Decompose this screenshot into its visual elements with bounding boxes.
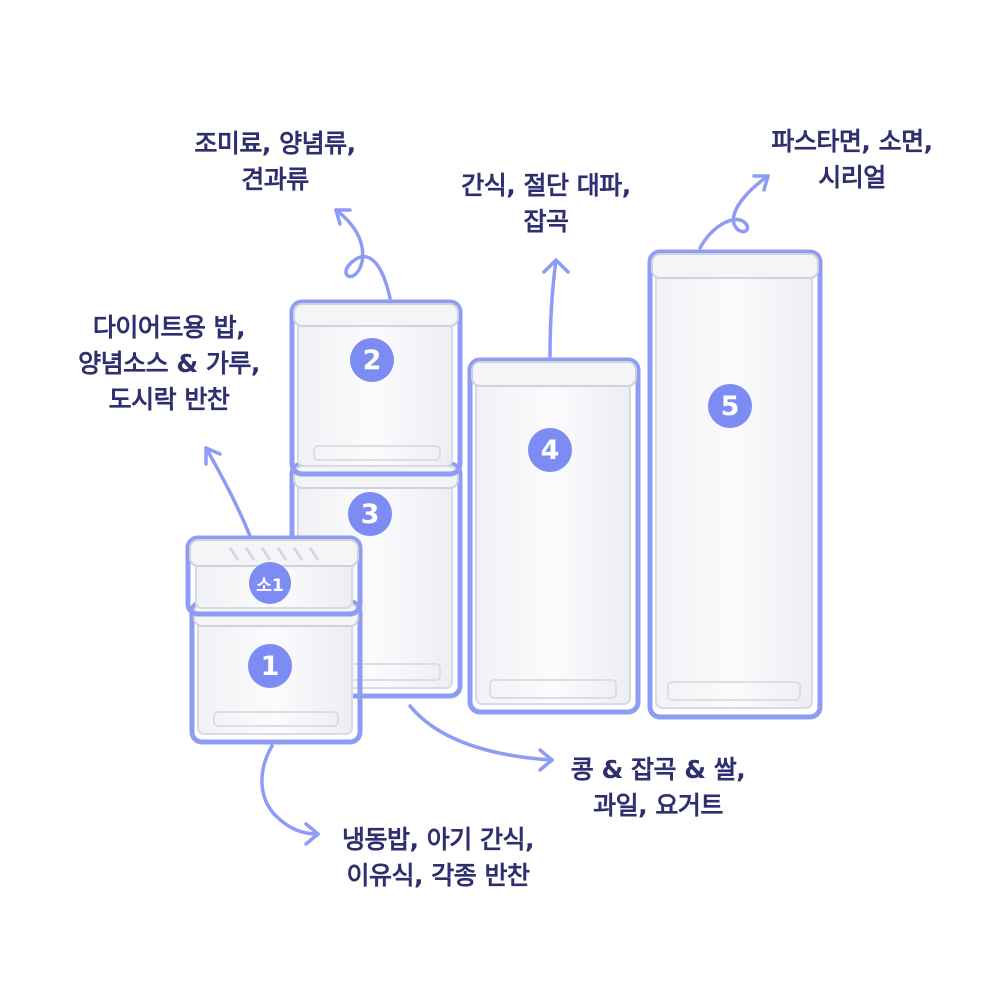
label-diet: 다이어트용 밥, 양념소스 & 가루, 도시락 반찬 [44, 310, 294, 418]
label-frozen: 냉동밥, 아기 간식, 이유식, 각종 반찬 [318, 822, 558, 894]
label-seasoning-line-2: 견과류 [241, 165, 309, 194]
label-frozen-line-2: 이유식, 각종 반찬 [346, 861, 530, 890]
label-frozen-line-1: 냉동밥, 아기 간식, [342, 825, 534, 854]
label-pasta-line-1: 파스타면, 소면, [771, 127, 933, 156]
label-diet-line-1: 다이어트용 밥, [92, 313, 246, 342]
label-snack: 간식, 절단 대파, 잡곡 [436, 168, 656, 240]
label-pasta: 파스타면, 소면, 시리얼 [742, 124, 962, 196]
arrow-pasta [698, 174, 770, 250]
badge-container-1: 1 [248, 644, 292, 688]
label-seasoning: 조미료, 양념류, 견과류 [170, 126, 380, 198]
badge-container-5: 5 [708, 384, 752, 428]
label-beans: 콩 & 잡곡 & 쌀, 과일, 요거트 [548, 752, 768, 824]
label-beans-line-2: 과일, 요거트 [593, 791, 723, 820]
container-4 [467, 357, 641, 715]
badge-container-4: 4 [528, 428, 572, 472]
arrow-diet [204, 446, 252, 538]
arrows [204, 174, 770, 846]
badge-container-small-1: 소1 [249, 562, 291, 604]
container-2 [289, 299, 463, 477]
label-snack-line-1: 간식, 절단 대파, [461, 171, 631, 200]
container-5 [647, 249, 823, 720]
arrow-beans [408, 704, 554, 762]
label-beans-line-1: 콩 & 잡곡 & 쌀, [570, 755, 746, 784]
label-pasta-line-2: 시리얼 [818, 163, 886, 192]
label-diet-line-2: 양념소스 & 가루, [78, 349, 260, 378]
arrow-snack [548, 258, 558, 358]
label-diet-line-3: 도시락 반찬 [108, 385, 230, 414]
badge-container-2: 2 [350, 338, 394, 382]
badge-container-3: 3 [348, 492, 392, 536]
label-seasoning-line-1: 조미료, 양념류, [194, 129, 356, 158]
arrow-seasoning [334, 208, 392, 300]
label-snack-line-2: 잡곡 [523, 207, 569, 236]
arrow-frozen [260, 744, 320, 836]
